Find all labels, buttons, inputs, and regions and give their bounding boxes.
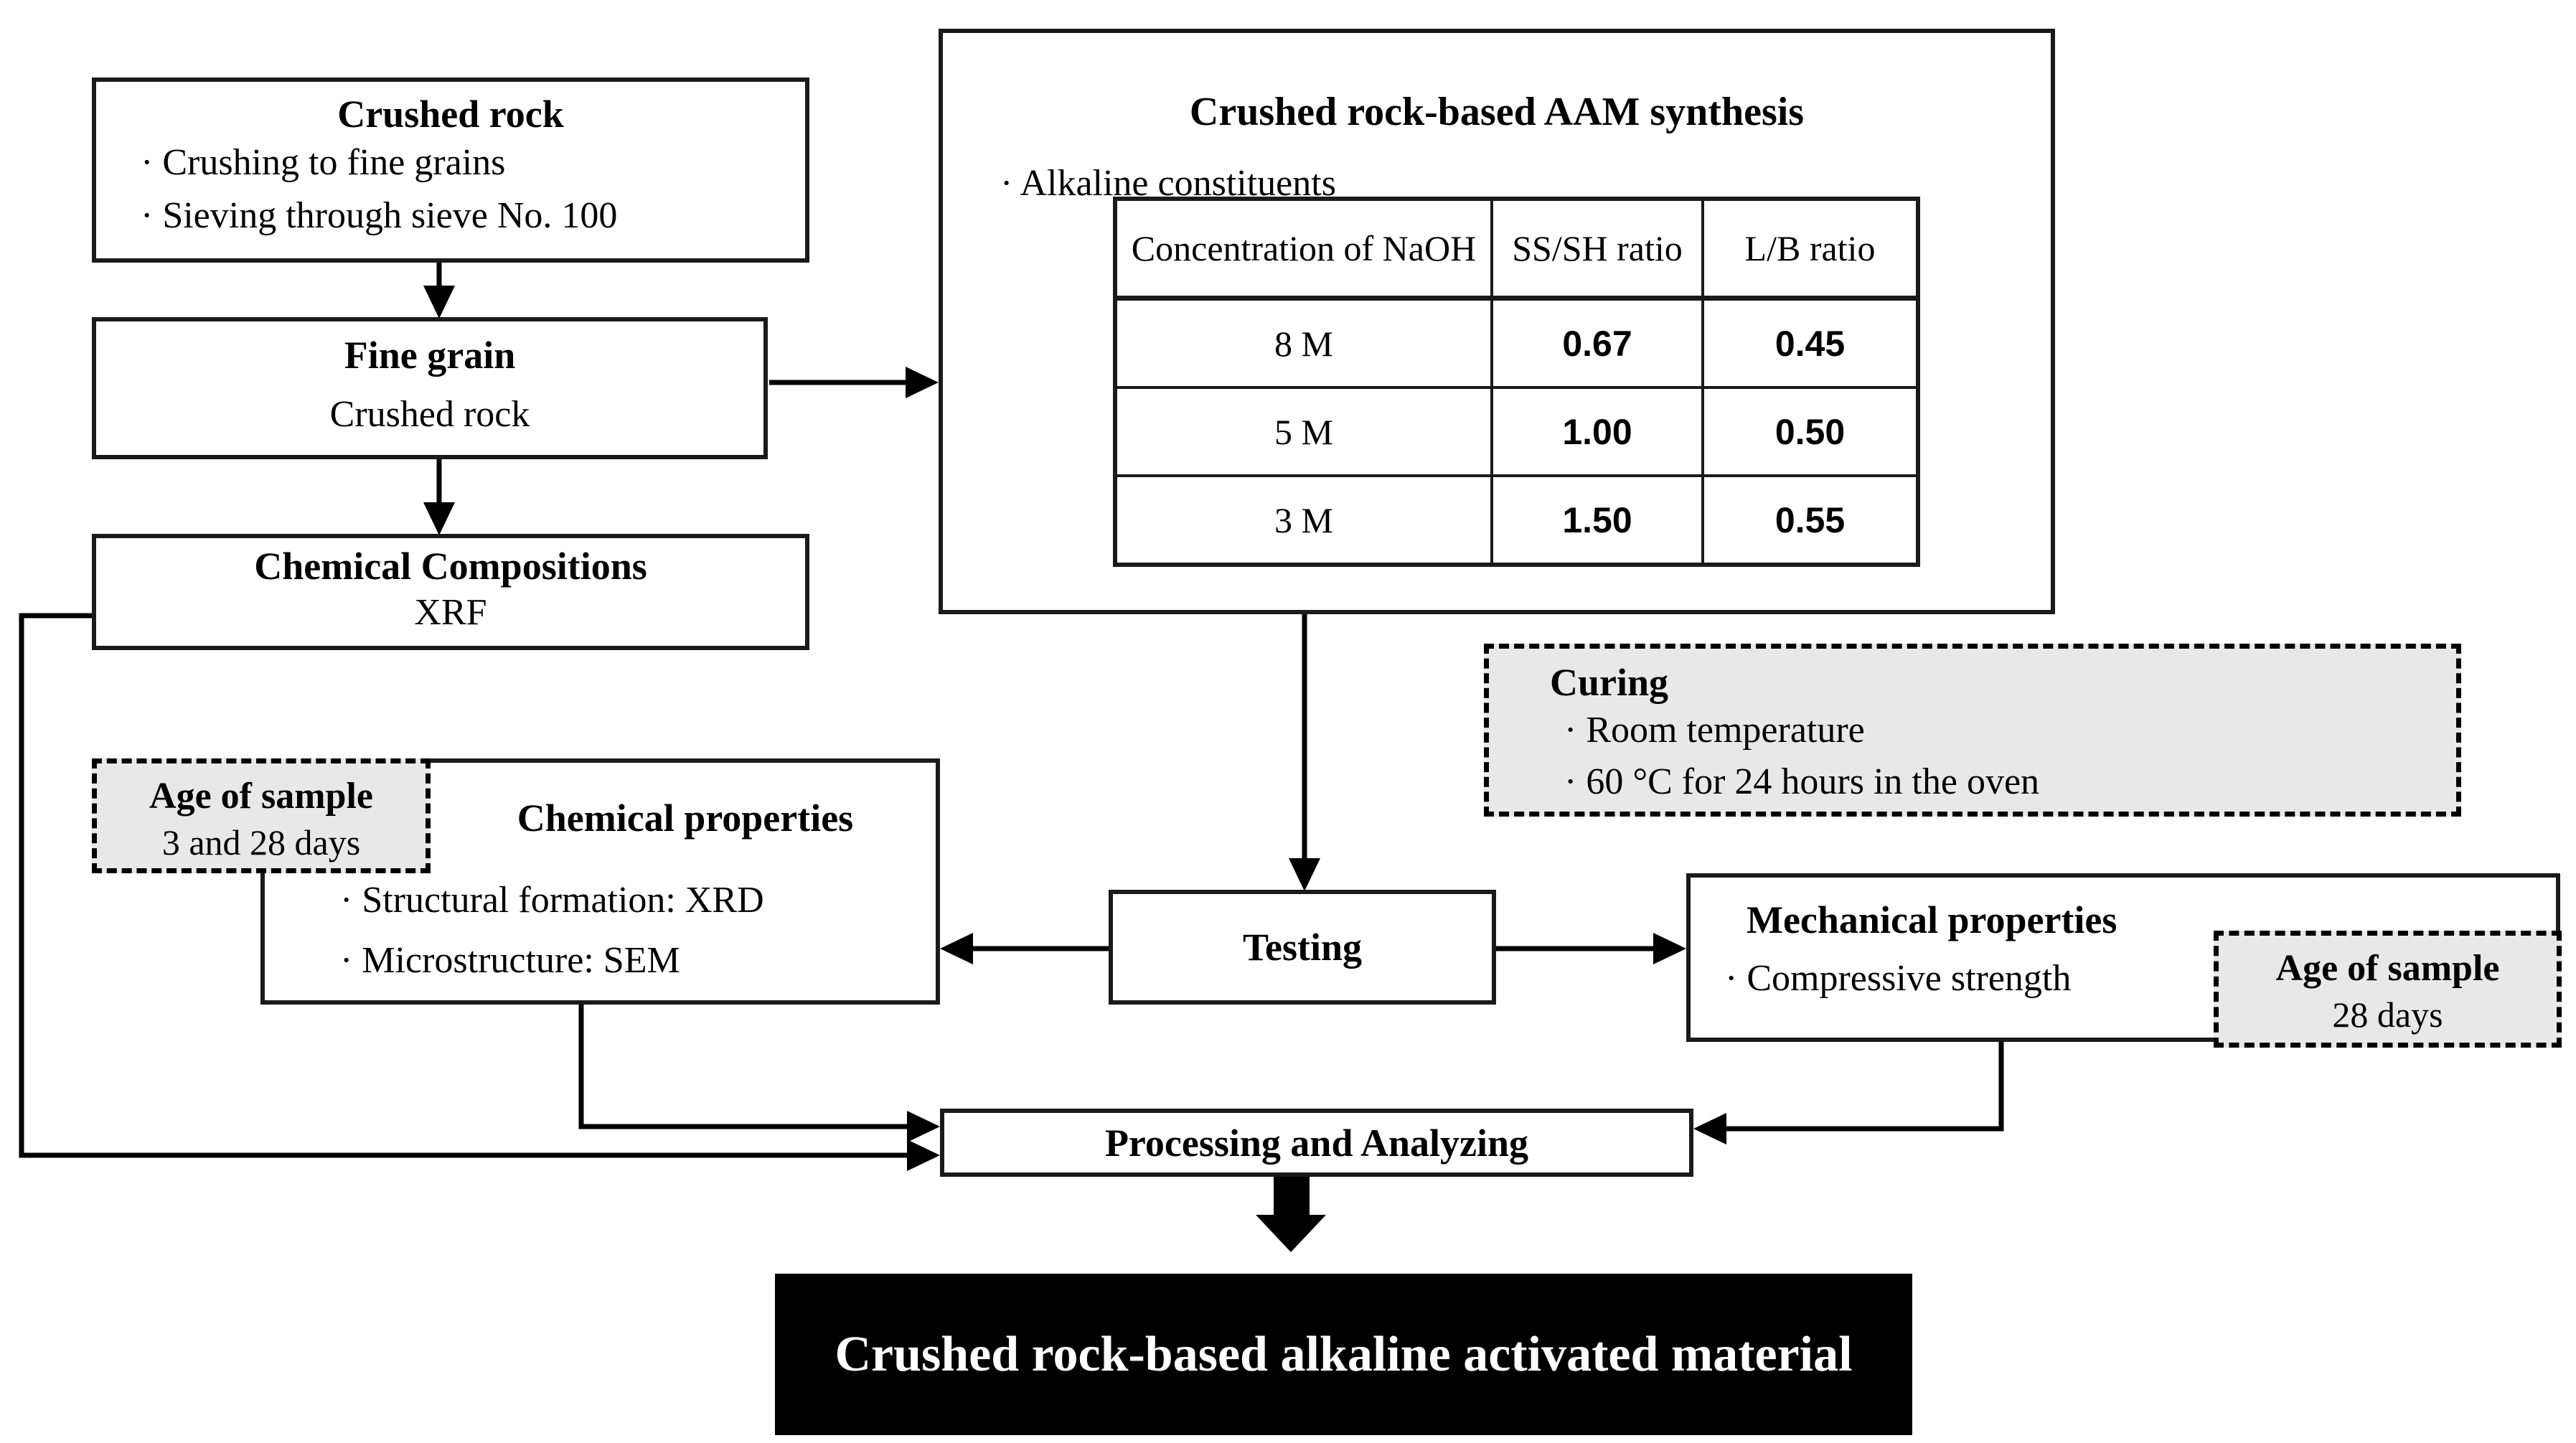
arrowhead-chemcomp-to-processing (907, 1139, 940, 1171)
cell-naoh-3m: 3 M (1114, 474, 1493, 566)
age-of-sample-left-value: 3 and 28 days (161, 822, 361, 862)
aam-synthesis-box: Crushed rock-based AAM synthesis · Alkal… (939, 29, 2055, 614)
table-header-row: Concentration of NaOH SS/SH ratio L/B ra… (1114, 197, 1919, 301)
crushed-rock-bullet-2: · Sieving through sieve No. 100 (141, 195, 618, 236)
age-of-sample-right-box: Age of sample 28 days (2214, 931, 2562, 1048)
chemical-compositions-box: Chemical Compositions XRF (92, 534, 809, 650)
arrow-chemprops-to-processing (578, 1005, 908, 1129)
crushed-rock-title: Crushed rock (337, 93, 564, 136)
chemical-properties-title: Chemical properties (517, 796, 854, 840)
arrowhead-chemprops-to-processing (907, 1111, 940, 1142)
header-concentration: Concentration of NaOH (1114, 197, 1493, 301)
header-lb-ratio: L/B ratio (1701, 197, 1919, 301)
arrowhead-aam-to-testing (1289, 858, 1320, 891)
arrow-chemcomp-to-processing (19, 613, 908, 1158)
arrow-mech-to-processing (1725, 1042, 2004, 1132)
mechanical-properties-bullet-1: · Compressive strength (1725, 958, 2072, 999)
chemical-properties-box: Chemical properties · Structural formati… (260, 758, 940, 1005)
chemical-compositions-title: Chemical Compositions (254, 545, 647, 588)
table-row: 3 M 1.50 0.55 (1114, 474, 1919, 566)
chemical-properties-bullet-2: · Microstructure: SEM (340, 940, 680, 981)
cell-ss-sh-5m: 1.00 (1490, 386, 1704, 477)
processing-analyzing-box: Processing and Analyzing (940, 1109, 1693, 1177)
cell-naoh-8m: 8 M (1114, 296, 1493, 389)
age-of-sample-right-title: Age of sample (2275, 948, 2500, 989)
crushed-rock-bullet-1: · Crushing to fine grains (141, 142, 506, 183)
cell-ss-sh-3m: 1.50 (1490, 474, 1704, 566)
cell-ss-sh-8m: 0.67 (1490, 296, 1704, 389)
header-ss-sh-ratio: SS/SH ratio (1490, 197, 1704, 301)
arrowhead-fine-to-chemcomp (423, 502, 455, 535)
fine-grain-subtitle: Crushed rock (329, 394, 530, 435)
table-row: 8 M 0.67 0.45 (1114, 296, 1919, 389)
arrowhead-crushed-to-fine (423, 286, 455, 319)
arrowhead-fine-to-aam (906, 367, 939, 398)
curing-title: Curing (1550, 661, 1669, 704)
arrowhead-mech-to-processing (1693, 1113, 1726, 1144)
curing-bullet-2: · 60 °C for 24 hours in the oven (1564, 761, 2040, 802)
result-title: Crushed rock-based alkaline activated ma… (835, 1326, 1853, 1382)
testing-box: Testing (1109, 890, 1496, 1005)
arrowhead-testing-to-mech (1653, 933, 1686, 964)
age-of-sample-left-title: Age of sample (149, 776, 373, 817)
fine-grain-title: Fine grain (344, 334, 516, 377)
arrowhead-testing-to-chemprops (940, 933, 973, 964)
result-box: Crushed rock-based alkaline activated ma… (775, 1274, 1912, 1435)
mechanical-properties-title: Mechanical properties (1747, 898, 2117, 941)
aam-synthesis-title: Crushed rock-based AAM synthesis (1189, 90, 1805, 134)
alkaline-constituents-table: Concentration of NaOH SS/SH ratio L/B ra… (1113, 197, 1920, 567)
crushed-rock-box: Crushed rock · Crushing to fine grains ·… (92, 77, 809, 263)
processing-analyzing-title: Processing and Analyzing (1104, 1121, 1529, 1165)
chemical-compositions-subtitle: XRF (414, 592, 487, 633)
fine-grain-box: Fine grain Crushed rock (92, 317, 768, 459)
curing-bullet-1: · Room temperature (1564, 710, 1865, 751)
cell-lb-5m: 0.50 (1701, 386, 1919, 477)
cell-naoh-5m: 5 M (1114, 386, 1493, 477)
table-row: 5 M 1.00 0.50 (1114, 386, 1919, 477)
chemical-properties-bullet-1: · Structural formation: XRD (340, 880, 764, 921)
age-of-sample-right-value: 28 days (2332, 995, 2443, 1035)
cell-lb-3m: 0.55 (1701, 474, 1919, 566)
block-arrow-processing-to-result (1256, 1175, 1326, 1252)
curing-box: Curing · Room temperature · 60 °C for 24… (1484, 644, 2461, 817)
cell-lb-8m: 0.45 (1701, 296, 1919, 389)
testing-title: Testing (1242, 926, 1363, 969)
age-of-sample-left-box: Age of sample 3 and 28 days (92, 758, 431, 873)
